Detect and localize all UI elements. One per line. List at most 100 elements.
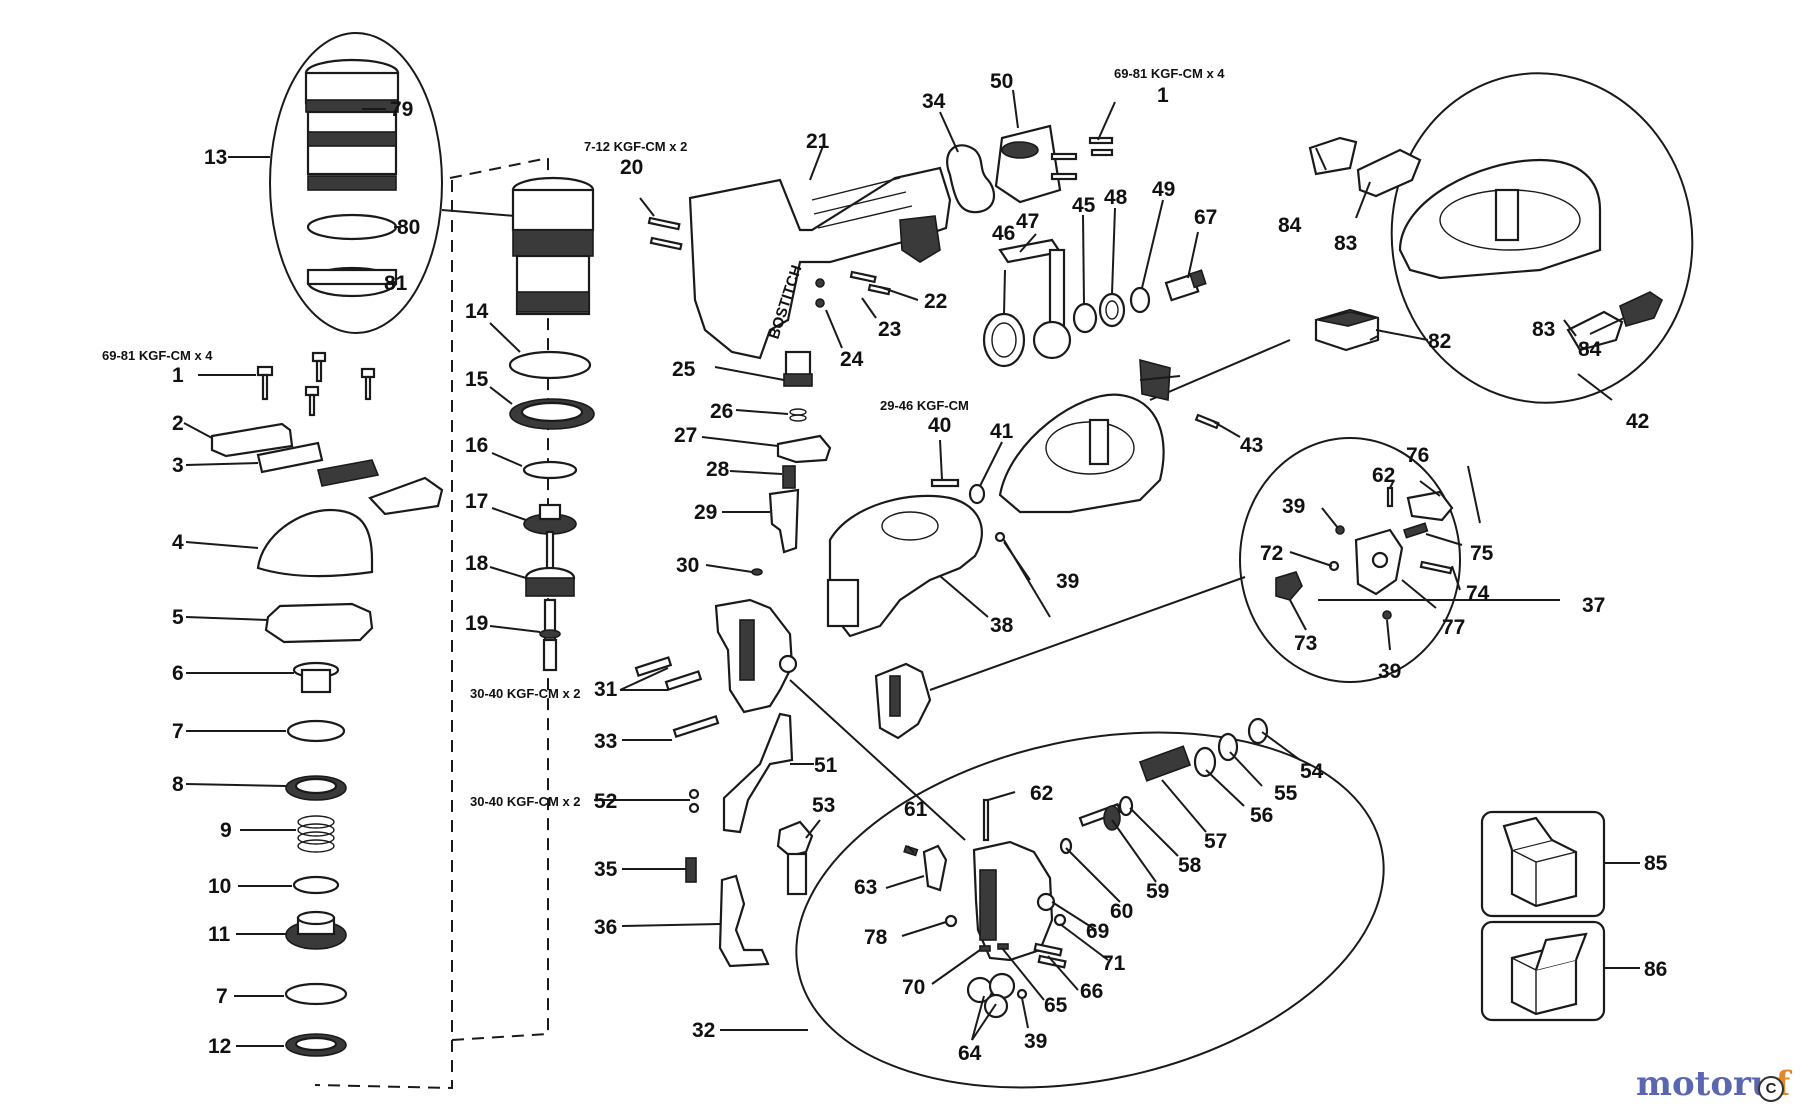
- callout-82: 82: [1428, 330, 1451, 353]
- callout-25: 25: [672, 358, 696, 381]
- callout-84-bottom: 84: [1578, 338, 1602, 361]
- callout-33: 33: [594, 730, 617, 753]
- callout-59: 59: [1146, 880, 1169, 903]
- part-45-washer: [1072, 302, 1098, 334]
- part-nose-assembly: [714, 598, 798, 714]
- part-14-oring: [508, 350, 592, 380]
- part-82-block: [1314, 308, 1380, 352]
- callout-51: 51: [814, 754, 838, 777]
- part-39-screw-b: [1382, 610, 1392, 620]
- part-38-cover: [826, 494, 983, 638]
- part-58-oring: [1118, 795, 1134, 817]
- callout-10: 10: [208, 875, 231, 898]
- callout-16: 16: [465, 434, 488, 457]
- callout-numbers: 13 79 80 81 1 2 3 4 5 6 7 8 9 10 11 7 12…: [172, 70, 1668, 1065]
- callout-21: 21: [806, 130, 830, 153]
- torque-spec-top-right: 69-81 KGF-CM x 4: [1114, 66, 1225, 81]
- part-3b-plate: [317, 459, 380, 487]
- dashed-bracket: [314, 157, 549, 1090]
- part-39-screw-c: [994, 531, 1006, 543]
- part-26-spring: [789, 408, 807, 422]
- callout-53: 53: [812, 794, 835, 817]
- callout-45: 45: [1072, 194, 1096, 217]
- callout-66: 66: [1080, 980, 1103, 1003]
- part-3-plate: [256, 441, 324, 474]
- callout-27: 27: [674, 424, 697, 447]
- part-63-latch: [922, 844, 948, 892]
- callout-42: 42: [1626, 410, 1649, 433]
- copyright-icon: C: [1758, 1076, 1784, 1102]
- group-32-ellipse: [795, 731, 1385, 1089]
- part-73-button: [1275, 571, 1303, 601]
- part-84-label-bottom: [1619, 291, 1664, 327]
- callout-37: 37: [1582, 594, 1605, 617]
- part-35-spring: [685, 857, 697, 883]
- part-34-gasket: [946, 144, 996, 214]
- callout-58: 58: [1178, 854, 1202, 877]
- callout-86: 86: [1644, 958, 1667, 981]
- leader-lines: [183, 89, 1640, 1047]
- part-62-pin-top: [1386, 486, 1394, 508]
- part-59-valve: [1078, 802, 1122, 831]
- callout-46: 46: [992, 222, 1015, 245]
- cylinder-main: [511, 176, 595, 316]
- part-12-seal: [285, 1033, 347, 1057]
- callout-71: 71: [1102, 952, 1126, 975]
- part-2-bracket: [210, 422, 294, 458]
- part-47-chain: [998, 238, 1072, 360]
- group-37-ellipse: [1239, 437, 1461, 683]
- part-33-pin: [672, 715, 720, 739]
- callout-70: 70: [902, 976, 925, 999]
- callout-1-top: 1: [1157, 84, 1169, 107]
- part-75-spring: [1402, 522, 1429, 539]
- part-25-valve: [783, 350, 813, 387]
- part-81-ring: [306, 266, 398, 298]
- part-71-nut: [1053, 913, 1067, 927]
- callout-62-group32: 62: [1030, 782, 1053, 805]
- callout-31: 31: [594, 678, 618, 701]
- part-7-oring-lower: [284, 982, 348, 1006]
- callout-74: 74: [1466, 582, 1490, 605]
- callout-26: 26: [710, 400, 733, 423]
- part-40-pin: [930, 478, 960, 488]
- callout-28: 28: [706, 458, 730, 481]
- part-78-nut: [944, 914, 958, 928]
- callout-17: 17: [465, 490, 488, 513]
- callout-39-center: 39: [1056, 570, 1079, 593]
- callout-85: 85: [1644, 852, 1668, 875]
- torque-spec-52: 30-40 KGF-CM x 2: [470, 794, 581, 809]
- part-18-driver: [524, 530, 576, 597]
- part-79-cylinder: [304, 58, 400, 191]
- callout-76: 76: [1406, 444, 1429, 467]
- callout-24: 24: [840, 348, 864, 371]
- torque-spec-31: 30-40 KGF-CM x 2: [470, 686, 581, 701]
- part-42-magazine-closeup: [1398, 158, 1602, 280]
- callout-62-group37: 62: [1372, 464, 1395, 487]
- part-74-pin: [1419, 560, 1453, 575]
- callout-65: 65: [1044, 994, 1068, 1017]
- callout-11: 11: [208, 923, 231, 946]
- callout-8: 8: [172, 773, 184, 796]
- part-48-washer: [1098, 292, 1126, 328]
- leader-32-group: [789, 679, 966, 841]
- callout-20: 20: [620, 156, 643, 179]
- callout-5: 5: [172, 606, 184, 629]
- torque-specs: 69-81 KGF-CM x 4 7-12 KGF-CM x 2 69-81 K…: [102, 66, 1225, 809]
- part-51-arm: [722, 712, 794, 834]
- callout-39-group37-bottom: 39: [1378, 660, 1401, 683]
- part-11-valve-body: [285, 910, 347, 950]
- callout-52: 52: [594, 790, 617, 813]
- callout-73: 73: [1294, 632, 1317, 655]
- callout-7-upper: 7: [172, 720, 184, 743]
- callout-84-top: 84: [1278, 214, 1302, 237]
- callout-12: 12: [208, 1035, 231, 1058]
- callout-72: 72: [1260, 542, 1283, 565]
- watermark-logo: motoruf: [1636, 1064, 1790, 1104]
- group-42-ellipse: [1390, 72, 1694, 404]
- part-43-pin: [1194, 413, 1220, 430]
- callout-80: 80: [397, 216, 420, 239]
- callout-9: 9: [220, 819, 232, 842]
- callout-47: 47: [1016, 210, 1039, 233]
- callout-56: 56: [1250, 804, 1273, 827]
- part-10-oring: [292, 875, 340, 895]
